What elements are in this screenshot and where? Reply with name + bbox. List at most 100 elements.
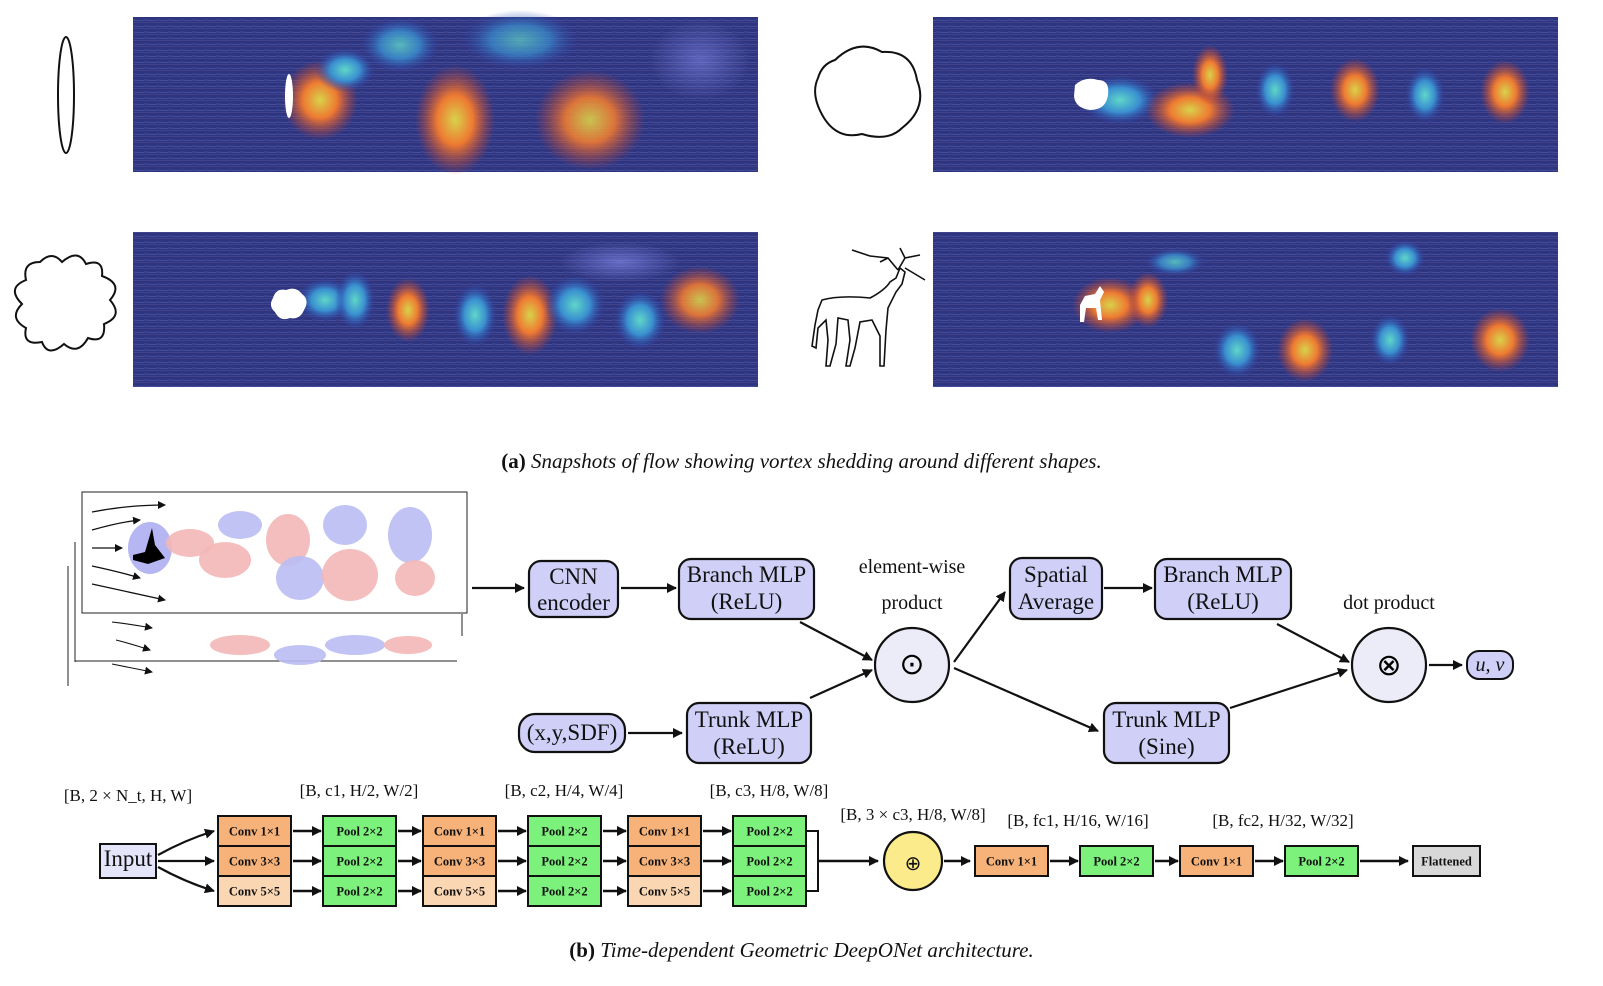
caption-a-text: Snapshots of flow showing vortex sheddin… [531,449,1102,473]
tail-dim-label-2: [B, fc1, H/16, W/16] [1007,811,1148,830]
concat-dim-label: [B, 3 × c3, H/8, W/8] [840,805,985,824]
ellipse-shape-icon [57,36,75,154]
branch-mlp-1-line2: (ReLU) [711,589,783,614]
pool-box-s1-r1: Pool 2×2 [322,815,397,847]
elementwise-label-line2: product [881,592,943,614]
branch-mlp-2-line1: Branch MLP [1163,562,1282,587]
conv-box-s2-r1-label: Conv 1×1 [434,825,485,839]
tail-box-2: Pool 2×2 [1079,845,1154,877]
caption-a: (a) Snapshots of flow showing vortex she… [0,449,1603,474]
stage-dim-label-2: [B, c2, H/4, W/4] [505,781,624,800]
branch-mlp-relu-2-box: Branch MLP (ReLU) [1153,557,1293,621]
trunk-mlp-2-line1: Trunk MLP [1112,707,1220,732]
pool-box-s1-r3-label: Pool 2×2 [336,885,382,899]
conv-box-s1-r1-label: Conv 1×1 [229,825,280,839]
conv-box-s2-r2: Conv 3×3 [422,845,497,877]
flow-panel-ellipse [133,10,758,175]
pool-box-s2-r2-label: Pool 2×2 [541,855,587,869]
cnn-encoder-box: CNN encoder [527,559,620,619]
input-box-label: Input [104,846,153,871]
pool-box-s2-r1: Pool 2×2 [527,815,602,847]
tail-box-4: Pool 2×2 [1284,845,1359,877]
flattened-box-label: Flattened [1421,855,1472,869]
tail-box-2-label: Pool 2×2 [1093,855,1139,869]
conv-box-s2-r1: Conv 1×1 [422,815,497,847]
pool-box-s1-r3: Pool 2×2 [322,875,397,907]
caption-b-text: Time-dependent Geometric DeepONet archit… [600,938,1034,962]
trunk-mlp-1-line1: Trunk MLP [695,707,803,732]
tail-dim-label-4: [B, fc2, H/32, W/32] [1212,811,1353,830]
pool-box-s3-r3-label: Pool 2×2 [746,885,792,899]
flow-input-icon [67,491,468,686]
flow-panel-blob [933,17,1558,172]
flow-panel-wavy [133,232,758,387]
spatial-average-line2: Average [1018,589,1094,614]
input-box: Input [99,843,157,879]
tail-box-3-label: Conv 1×1 [1191,855,1242,869]
blob-shape-icon [814,45,922,138]
trunk-input-label: (x,y,SDF) [527,720,618,745]
pool-box-s3-r1-label: Pool 2×2 [746,825,792,839]
pool-box-s2-r1-label: Pool 2×2 [541,825,587,839]
pool-box-s3-r2-label: Pool 2×2 [746,855,792,869]
conv-box-s3-r1: Conv 1×1 [627,815,702,847]
caption-b-tag: (b) [569,938,595,962]
caption-b: (b) Time-dependent Geometric DeepONet ar… [0,938,1603,963]
pool-box-s1-r2-label: Pool 2×2 [336,855,382,869]
conv-box-s1-r1: Conv 1×1 [217,815,292,847]
trunk-mlp-1-line2: (ReLU) [713,734,785,759]
conv-box-s1-r3: Conv 5×5 [217,875,292,907]
conv-box-s1-r2-label: Conv 3×3 [229,855,280,869]
output-label: u, v [1476,654,1505,676]
flattened-box: Flattened [1412,845,1481,877]
pool-box-s3-r3: Pool 2×2 [732,875,807,907]
branch-mlp-relu-box: Branch MLP (ReLU) [677,557,816,621]
conv-box-s1-r3-label: Conv 5×5 [229,885,280,899]
input-fan-arrow [157,866,215,894]
input-dim-label: [B, 2 × N_t, H, W] [64,786,192,805]
branch-mlp-1-line1: Branch MLP [687,562,806,587]
conv-box-s3-r3-label: Conv 5×5 [639,885,690,899]
dot-product-symbol: ⊗ [1376,648,1401,683]
conv-box-s2-r2-label: Conv 3×3 [434,855,485,869]
tail-box-1: Conv 1×1 [974,845,1049,877]
elementwise-symbol: ⊙ [899,647,924,682]
spatial-average-box: Spatial Average [1008,556,1104,621]
pool-box-s3-r1: Pool 2×2 [732,815,807,847]
cnn-encoder-line2: encoder [537,590,610,615]
flow-panel-deer [933,232,1558,387]
concat-symbol: ⊕ [905,853,922,875]
deer-shape-icon [811,247,926,367]
conv-box-s2-r3-label: Conv 5×5 [434,885,485,899]
caption-a-tag: (a) [501,449,526,473]
conv-box-s3-r3: Conv 5×5 [627,875,702,907]
conv-box-s2-r3: Conv 5×5 [422,875,497,907]
branch-mlp-2-line2: (ReLU) [1187,589,1259,614]
trunk-mlp-2-line2: (Sine) [1138,734,1194,759]
concat-node [882,830,944,892]
pool-box-s3-r2: Pool 2×2 [732,845,807,877]
pool-box-s2-r3: Pool 2×2 [527,875,602,907]
elementwise-product-node: element-wise product ⊙ [859,556,966,704]
dot-product-label: dot product [1343,592,1435,614]
conv-box-s3-r1-label: Conv 1×1 [639,825,690,839]
conv-box-s3-r2: Conv 3×3 [627,845,702,877]
tail-box-4-label: Pool 2×2 [1298,855,1344,869]
stage-dim-label-3: [B, c3, H/8, W/8] [710,781,829,800]
pool-box-s1-r2: Pool 2×2 [322,845,397,877]
conv-box-s3-r2-label: Conv 3×3 [639,855,690,869]
conv-box-s1-r2: Conv 3×3 [217,845,292,877]
dot-product-node: dot product ⊗ [1343,592,1435,704]
cnn-encoder-line1: CNN [549,564,598,589]
tail-box-3: Conv 1×1 [1179,845,1254,877]
trunk-mlp-relu-box: Trunk MLP (ReLU) [685,701,813,765]
trunk-mlp-sine-box: Trunk MLP (Sine) [1102,701,1231,765]
spatial-average-line1: Spatial [1024,562,1088,587]
pool-box-s2-r2: Pool 2×2 [527,845,602,877]
tail-box-1-label: Conv 1×1 [986,855,1037,869]
stage-dim-label-1: [B, c1, H/2, W/2] [300,781,419,800]
elementwise-label-line1: element-wise [859,556,966,578]
output-box: u, v [1466,650,1514,680]
